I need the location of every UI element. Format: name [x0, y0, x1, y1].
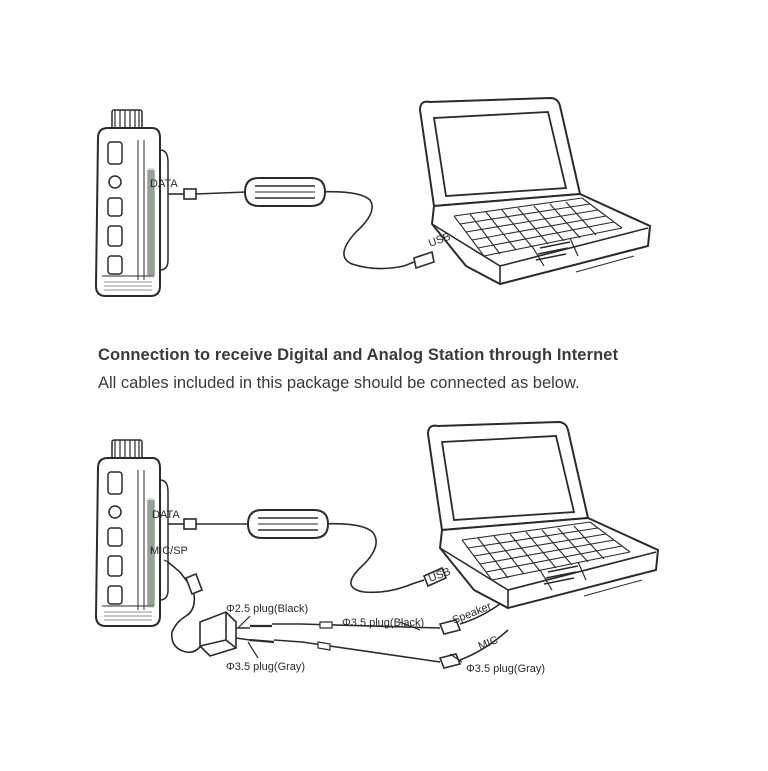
plug-25-black-label: Φ2.5 plug(Black) [226, 603, 308, 615]
section-subheading: All cables included in this package shou… [98, 374, 580, 392]
plug-35-gray-right-label: Φ3.5 plug(Gray) [466, 663, 545, 675]
audio-adapter-icon [167, 561, 509, 669]
radio-handset-icon [95, 439, 169, 627]
plug-35-gray-left-label: Φ3.5 plug(Gray) [226, 661, 305, 673]
plug-35-black-label: Φ3.5 plug(Black) [342, 617, 424, 629]
radio-handset-icon [95, 109, 169, 297]
label-leaders [163, 559, 463, 663]
speaker-label: Speaker [451, 600, 494, 627]
usb-cable-icon [168, 188, 435, 270]
section-heading: Connection to receive Digital and Analog… [98, 346, 619, 364]
data-label-bottom: DATA [152, 509, 180, 521]
mic-label: MIC [477, 634, 500, 653]
usb-interface-box [244, 177, 326, 207]
usb-interface-box [247, 509, 329, 539]
usb-label-bottom: USB [427, 566, 452, 585]
usb-label-top: USB [427, 231, 452, 250]
laptop-icon [419, 97, 651, 285]
micsp-label: MIC/SP [150, 545, 188, 557]
usb-cable-icon [168, 518, 448, 594]
data-label-top: DATA [150, 178, 178, 190]
laptop-icon [427, 421, 659, 609]
bottom-diagram: DATA MIC/SP USB Φ2.5 plug(Black) Φ3.5 pl… [95, 421, 659, 675]
top-diagram: DATA USB [95, 97, 651, 297]
